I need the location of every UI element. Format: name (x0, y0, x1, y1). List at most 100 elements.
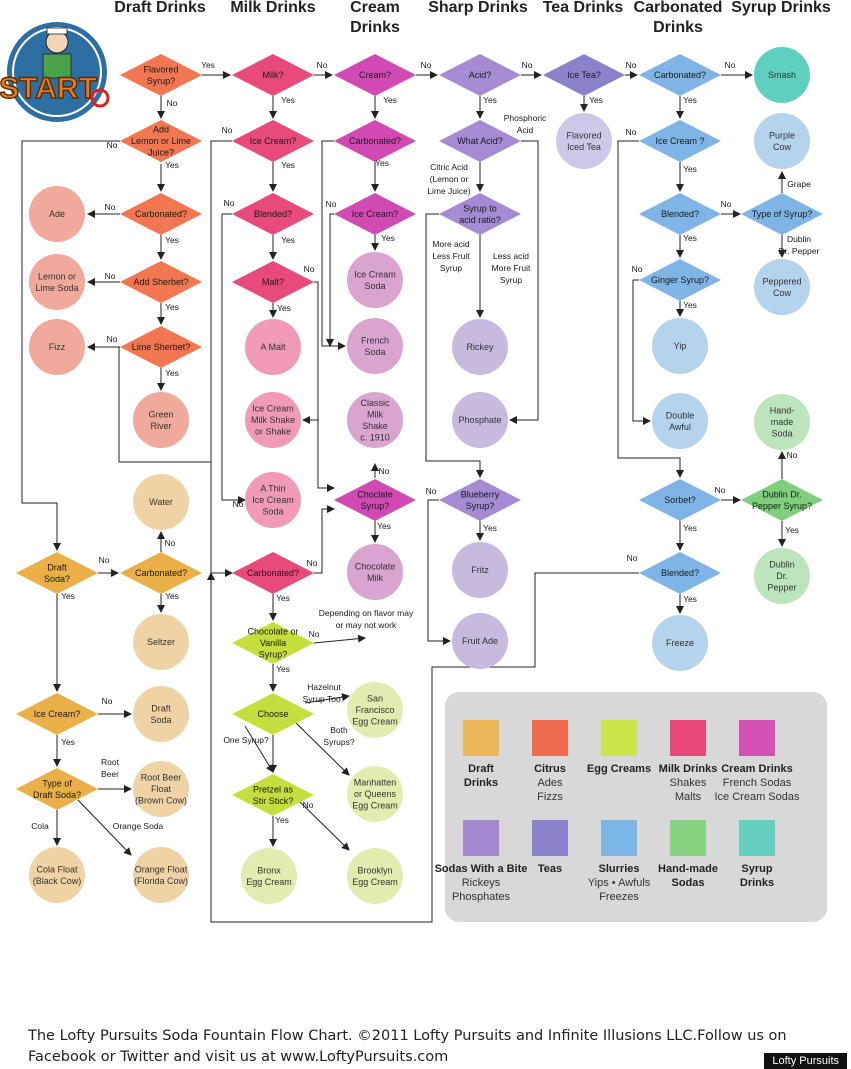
node-label: Type of Syrup? (752, 209, 813, 219)
legend-subtitle: Rickeys Phosphates (451, 877, 511, 903)
edge-label: No (102, 696, 113, 706)
legend-title: Cream Drinks (721, 763, 793, 775)
node-label: Acid? (469, 70, 492, 80)
d-milk-decision: Milk? (232, 54, 314, 96)
edge-label: Beer (101, 769, 119, 779)
footer-text: The Lofty Pursuits Soda Fountain Flow Ch… (28, 1026, 808, 1068)
connector (21, 140, 120, 551)
edge-label: No (167, 98, 178, 108)
d-blended-sorbet-decision: Blended? (639, 552, 721, 594)
edge-label: Depending on flavor may (319, 608, 414, 618)
edge-label: No (627, 553, 638, 563)
edge-label: More acid (432, 239, 470, 249)
connector (77, 799, 132, 856)
edge-label: Yes (201, 60, 215, 70)
legend-swatch (463, 820, 499, 856)
edge-label: Yes (683, 594, 697, 604)
d-acid-decision: Acid? (439, 54, 521, 96)
d-carb-cream-decision: Carbonated? (334, 120, 416, 162)
edge-label: More Fruit (492, 263, 531, 273)
edge-label: Yes (281, 235, 295, 245)
legend-title: Milk Drinks (658, 763, 718, 775)
edge-label: Both (330, 725, 348, 735)
legend-swatch (463, 720, 499, 756)
d-carb-carb-decision: Carbonated? (639, 54, 721, 96)
legend-title: Citrus (534, 763, 566, 775)
edge-label: Yes (165, 368, 179, 378)
edge-label: Dublin (787, 234, 811, 244)
edge-label: Syrups? (323, 737, 354, 747)
header-carbonated: Carbonated Drinks (633, 0, 723, 36)
node-label: A Malt (260, 342, 286, 352)
footer-line-2: Facebook or Twitter and visit us at www.… (28, 1049, 449, 1065)
edge-label: Yes (375, 158, 389, 168)
edge-label: Syrup (440, 263, 462, 273)
edge-label: No (715, 485, 726, 495)
legend-title: Egg Creams (586, 763, 652, 775)
node-label: Lime Sherbet? (132, 342, 191, 352)
legend-title: Syrup Drinks (739, 863, 775, 889)
edge-label: Yes (276, 664, 290, 674)
d-carb-citrus-decision: Carbonated? (120, 193, 202, 235)
legend-swatch (670, 720, 706, 756)
edge-label: Yes (281, 95, 295, 105)
node-label: Water (149, 497, 173, 507)
d-icecream-milk-decision: Ice Cream? (232, 120, 314, 162)
connector (302, 281, 319, 424)
c-rickey-drink: Rickey (452, 319, 508, 375)
connector (207, 572, 639, 923)
edge-label: Yes (61, 737, 75, 747)
legend-swatch (739, 720, 775, 756)
edge-label: Citric Acid (430, 162, 468, 172)
edge-label: Root (101, 757, 120, 767)
c-ade-drink: Ade (29, 186, 85, 242)
legend-title: Draft Drinks (463, 763, 499, 789)
connector-lines (21, 71, 786, 923)
edge-label: (Lemon or (430, 174, 469, 184)
edge-label: No (222, 125, 233, 135)
start-label: START (0, 72, 97, 105)
d-icecream-draft-decision: Ice Cream? (16, 693, 98, 735)
edge-label: Yes (683, 95, 697, 105)
edge-label: Yes (383, 95, 397, 105)
node-label: Carbonated? (135, 568, 187, 578)
edge-label: Yes (165, 591, 179, 601)
node-label: Smash (768, 70, 796, 80)
node-label: Choose (257, 709, 288, 719)
connector (326, 213, 334, 347)
edge-label: Syrup Too? (303, 694, 346, 704)
node-label: Cola Float(Black Cow) (33, 864, 82, 886)
edge-label: Yes (277, 303, 291, 313)
edge-label: Yes (275, 815, 289, 825)
legend-title: Teas (537, 863, 563, 875)
node-label: Milk? (262, 70, 283, 80)
c-yip-drink: Yip (652, 318, 708, 374)
edge-label: Yes (377, 521, 391, 531)
c-fruitade-drink: Fruit Ade (452, 613, 508, 669)
connector (617, 140, 684, 478)
edge-label: No (379, 466, 390, 476)
connector (313, 634, 366, 644)
edge-label: Yes (165, 160, 179, 170)
edge-label: No (522, 60, 533, 70)
